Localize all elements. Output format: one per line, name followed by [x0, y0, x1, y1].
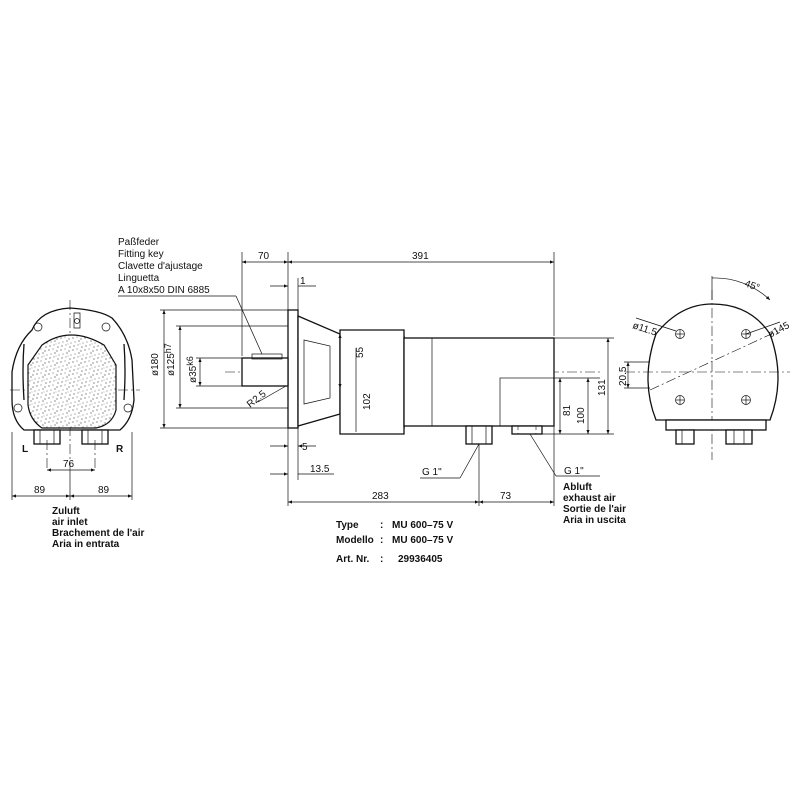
dim-55: 55 [355, 346, 366, 358]
dim-1: 1 [300, 276, 306, 287]
inlet-line-2: air inlet [52, 517, 88, 528]
dim-d35-tolerance: k6 [185, 356, 195, 366]
key-line-5: A 10x8x50 DIN 6885 [118, 285, 210, 296]
title-block: Type : MU 600–75 V Modello : MU 600–75 V… [336, 520, 453, 565]
key-line-4: Linguetta [118, 273, 160, 284]
dim-70: 70 [258, 251, 270, 262]
dim-20-5: 20.5 [618, 366, 629, 386]
dim-5: 5 [302, 442, 308, 453]
exhaust-line-4: Aria in uscita [563, 515, 626, 526]
dim-d125-tolerance: h7 [163, 343, 173, 353]
fitting-key-note: Paßfeder Fitting key Clavette d'ajustage… [118, 237, 263, 355]
key-line-1: Paßfeder [118, 237, 160, 248]
port-left-label: L [22, 444, 28, 455]
title-artnr-sep: : [380, 554, 383, 565]
inlet-line-4: Aria in entrata [52, 539, 120, 550]
svg-text:ø125h7: ø125h7 [163, 343, 177, 376]
exhaust-line-2: exhaust air [563, 493, 616, 504]
thread-inlet-label: G 1" [422, 467, 442, 478]
dim-d35: ø35 [188, 365, 199, 383]
dim-76: 76 [63, 459, 75, 470]
exhaust-line-1: Abluft [563, 482, 593, 493]
title-artnr-value: 29936405 [398, 554, 443, 565]
dim-391: 391 [412, 251, 429, 262]
side-view: 70 391 1 ø180 ø125h7 ø35k6 R2.5 55 102 [150, 251, 614, 506]
dim-r2-5: R2.5 [245, 388, 269, 410]
port-right-label: R [116, 444, 124, 455]
dim-d125: ø125 [166, 353, 177, 376]
title-model-sep: : [380, 535, 383, 546]
dim-89-right: 89 [98, 485, 110, 496]
svg-text:ø35k6: ø35k6 [185, 356, 199, 383]
left-end-view: L R 76 89 89 [10, 300, 140, 500]
title-type-sep: : [380, 520, 383, 531]
inlet-note: Zuluft air inlet Brachement de l'air Ari… [52, 506, 145, 550]
title-model-value: MU 600–75 V [392, 535, 453, 546]
exhaust-note: Abluft exhaust air Sortie de l'air Aria … [563, 482, 626, 526]
dim-73: 73 [500, 491, 512, 502]
dim-13-5: 13.5 [310, 464, 330, 475]
inlet-line-3: Brachement de l'air [52, 528, 145, 539]
title-type-value: MU 600–75 V [392, 520, 453, 531]
title-artnr-label: Art. Nr. [336, 554, 370, 565]
dim-102: 102 [362, 393, 373, 410]
dim-81: 81 [562, 404, 573, 416]
dim-d180: ø180 [150, 353, 161, 376]
thread-exhaust-label: G 1" [564, 466, 584, 477]
right-end-view: 45° ø145 ø11.5 20.5 [618, 276, 792, 460]
dim-d145: ø145 [766, 320, 792, 341]
title-type-label: Type [336, 520, 359, 531]
dim-131: 131 [597, 379, 608, 396]
exhaust-line-3: Sortie de l'air [563, 504, 626, 515]
inlet-line-1: Zuluft [52, 506, 80, 517]
dim-d11-5: ø11.5 [631, 320, 658, 338]
key-line-2: Fitting key [118, 249, 164, 260]
title-model-label: Modello [336, 535, 374, 546]
dim-283: 283 [372, 491, 389, 502]
dim-45-deg: 45° [743, 278, 761, 294]
dim-100: 100 [576, 407, 587, 424]
dim-89-left: 89 [34, 485, 46, 496]
key-line-3: Clavette d'ajustage [118, 261, 203, 272]
